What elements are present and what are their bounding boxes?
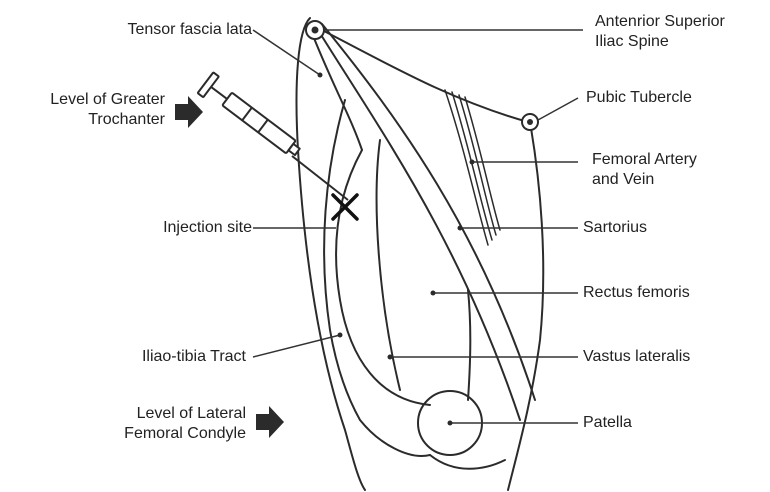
label-level-greater-trochanter: Level of Greater Trochanter	[50, 90, 165, 130]
thigh-outline-medial	[508, 122, 543, 490]
label-rectus-femoris: Rectus femoris	[583, 283, 690, 303]
label-patella: Patella	[583, 413, 632, 433]
dot-rectus-femoris	[431, 291, 436, 296]
inguinal-ligament	[322, 30, 528, 122]
label-level-greater-trochanter-line2: Trochanter	[50, 110, 165, 130]
label-vastus-lateralis: Vastus lateralis	[583, 347, 690, 367]
femoral-vessel-line-1	[445, 90, 488, 245]
asis-marker	[306, 21, 324, 39]
vastus-medial-line	[468, 290, 470, 400]
dot-femoral-vessels	[470, 160, 475, 165]
right-arrow-icon-condyle	[256, 406, 284, 438]
label-asis-line1: Antenrior Superior	[595, 12, 725, 32]
sartorius-muscle-edge-1	[318, 30, 520, 420]
label-level-lateral-femoral-condyle-line1: Level of Lateral	[124, 404, 246, 424]
dot-iliotibial-tract	[338, 333, 343, 338]
dot-vastus-lateralis	[388, 355, 393, 360]
syringe-icon	[198, 72, 305, 162]
label-asis-line2: Iliac Spine	[595, 32, 725, 52]
label-tensor-fascia-lata: Tensor fascia lata	[127, 20, 252, 40]
leader-pubic-tubercle	[538, 98, 578, 120]
leader-iliotibial-tract	[253, 335, 340, 357]
femoral-vessel-line-2	[452, 92, 492, 240]
right-arrow-icon-trochanter	[175, 96, 203, 128]
label-femoral-artery-vein-line1: Femoral Artery	[592, 150, 697, 170]
femoral-vessel-line-3	[459, 95, 496, 235]
dot-tensor-fascia-lata	[318, 73, 323, 78]
label-injection-site: Injection site	[163, 218, 252, 238]
label-asis: Antenrior Superior Iliac Spine	[595, 12, 725, 52]
label-femoral-artery-vein: Femoral Artery and Vein	[592, 150, 697, 190]
rectus-femoris-edge-medial	[377, 140, 400, 390]
patella-lower-line	[430, 455, 505, 469]
label-femoral-artery-vein-line2: and Vein	[592, 170, 697, 190]
label-level-lateral-femoral-condyle-line2: Femoral Condyle	[124, 424, 246, 444]
label-sartorius: Sartorius	[583, 218, 647, 238]
label-pubic-tubercle: Pubic Tubercle	[586, 88, 692, 108]
label-level-greater-trochanter-line1: Level of Greater	[50, 90, 165, 110]
dot-sartorius	[458, 226, 463, 231]
label-level-lateral-femoral-condyle: Level of Lateral Femoral Condyle	[124, 404, 246, 444]
label-iliotibial-tract: Iliao-tibia Tract	[142, 347, 246, 367]
pubic-tubercle-marker	[522, 114, 538, 130]
dot-patella	[448, 421, 453, 426]
